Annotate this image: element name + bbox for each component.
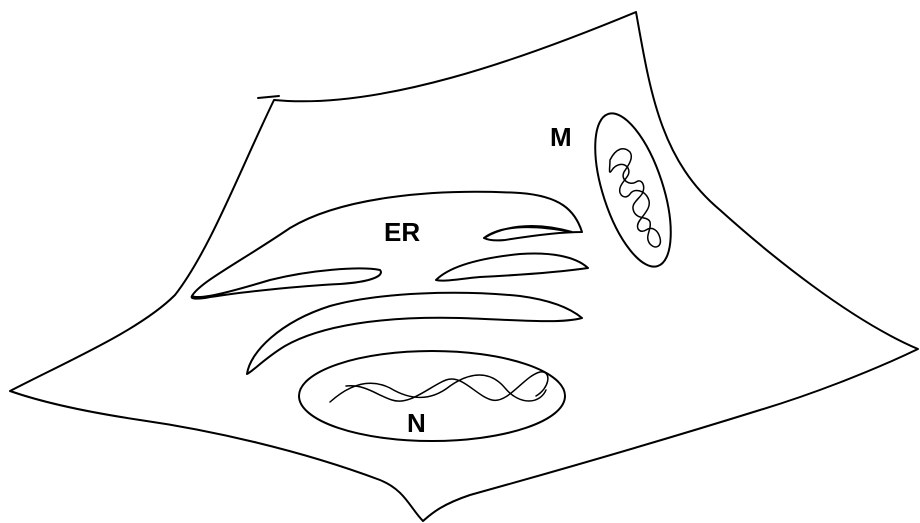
- mitochondrion-cristae: [610, 149, 661, 247]
- dna-strand-b: [346, 372, 548, 401]
- mitochondrion-outline: [580, 105, 687, 276]
- dna-strand-a: [330, 375, 546, 402]
- nucleus-label: N: [407, 408, 426, 438]
- cell-membrane: [10, 12, 918, 521]
- er-cisterna-middle: [436, 254, 588, 281]
- mitochondrion-label: M: [550, 122, 572, 152]
- membrane-corner-tick: [258, 96, 279, 98]
- er-label: ER: [384, 217, 420, 247]
- er-cisterna-lower: [247, 293, 582, 374]
